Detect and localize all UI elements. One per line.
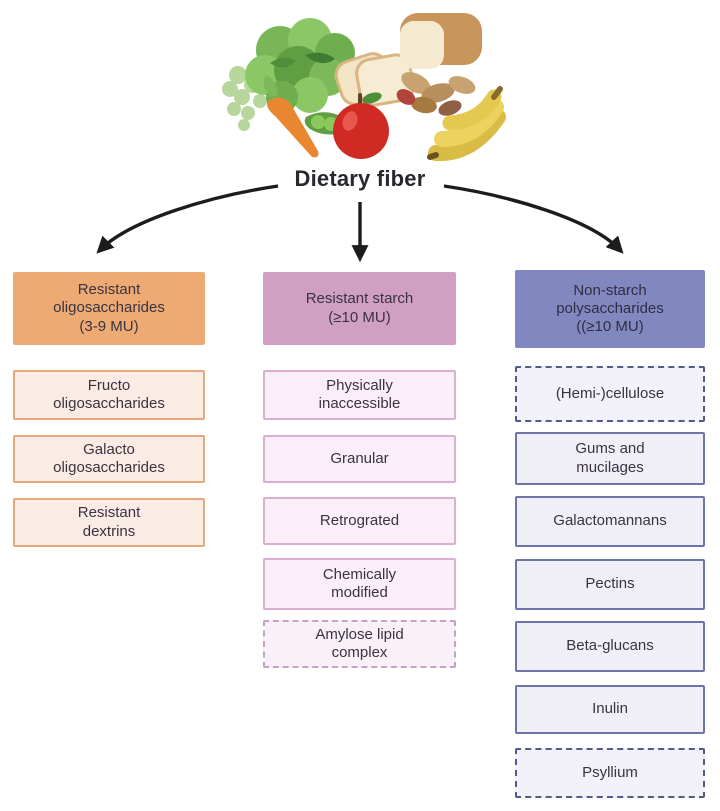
header-non-starch-polysaccharides: Non-starch polysaccharides ((≥10 MU) [515, 270, 705, 348]
apple-icon [333, 92, 389, 159]
branch-arrows [96, 184, 624, 263]
box-retrograted: Retrograted [263, 497, 456, 545]
box-hemi-cellulose: (Hemi-)cellulose [515, 366, 705, 422]
food-illustration [222, 13, 506, 162]
box-inulin: Inulin [515, 685, 705, 734]
box-chemically-modified: Chemically modified [263, 558, 456, 610]
arrow-to-right-column [443, 184, 624, 254]
header-resistant-starch: Resistant starch (≥10 MU) [263, 272, 456, 345]
box-psyllium: Psyllium [515, 748, 705, 798]
box-granular: Granular [263, 435, 456, 483]
header-resistant-oligosaccharides: Resistant oligosaccharides (3-9 MU) [13, 272, 205, 345]
carrot-tops-icon [222, 66, 267, 131]
bread-loaf-icon [400, 13, 482, 69]
bananas-icon [427, 86, 506, 162]
box-galactomannans: Galactomannans [515, 496, 705, 547]
box-beta-glucans: Beta-glucans [515, 621, 705, 672]
box-amylose-lipid-complex: Amylose lipid complex [263, 620, 456, 668]
box-resistant-dextrins: Resistant dextrins [13, 498, 205, 547]
box-gums-and-mucilages: Gums and mucilages [515, 432, 705, 485]
peanuts-icon [396, 72, 476, 116]
box-pectins: Pectins [515, 559, 705, 610]
diagram-title: Dietary fiber [294, 166, 426, 191]
leafy-greens-icon [245, 18, 355, 113]
box-galacto-oligosaccharides: Galacto oligosaccharides [13, 435, 205, 483]
box-fructo-oligosaccharides: Fructo oligosaccharides [13, 370, 205, 420]
box-physically-inaccessible: Physically inaccessible [263, 370, 456, 420]
arrow-to-left-column [96, 184, 279, 254]
carrot-icon [263, 75, 319, 158]
